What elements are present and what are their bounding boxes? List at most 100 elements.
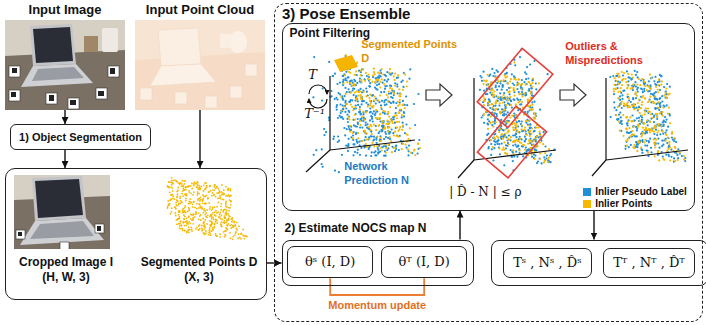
cloud-point	[631, 130, 633, 132]
cloud-point	[531, 103, 533, 105]
cloud-point	[388, 137, 390, 139]
cloud-point	[496, 135, 498, 137]
cloud-point	[386, 94, 388, 96]
cloud-point	[396, 83, 398, 85]
cloud-point	[539, 158, 541, 160]
cloud-point	[530, 93, 532, 95]
cloud-point	[504, 128, 506, 130]
cloud-point	[397, 74, 399, 76]
cloud-point	[529, 135, 531, 137]
cloud-point	[654, 96, 656, 98]
cloud-point	[620, 116, 622, 118]
cloud-point	[613, 90, 615, 92]
cloud-point	[374, 81, 376, 83]
cloud-point	[533, 113, 535, 115]
cloud-point	[667, 148, 669, 150]
cloud-point	[536, 135, 538, 137]
cloud-point	[387, 144, 389, 146]
cloud-point	[406, 85, 408, 87]
cloud-point	[405, 95, 407, 97]
cloud-point	[660, 125, 662, 127]
cloud-point	[503, 94, 505, 96]
cloud-point	[618, 83, 620, 85]
cloud-point	[506, 89, 508, 91]
cloud-point	[637, 108, 639, 110]
cloud-point	[510, 78, 512, 80]
cloud-point	[528, 81, 530, 83]
cloud-point	[404, 74, 406, 76]
cloud-point	[363, 91, 365, 93]
cloud-point	[655, 113, 657, 115]
cloud-point	[521, 101, 523, 103]
cloud-point	[524, 140, 526, 142]
cloud-point	[644, 129, 646, 131]
cloud-point	[352, 87, 354, 89]
cloud-point	[313, 56, 315, 58]
cloud-point	[188, 216, 190, 218]
cloud-point	[659, 89, 661, 91]
cloud-point	[534, 158, 536, 160]
cloud-point	[653, 115, 655, 117]
cloud-point	[372, 113, 374, 115]
cloud-point	[655, 103, 657, 105]
cloud-point	[417, 143, 419, 145]
cloud-point	[519, 56, 521, 58]
cloud-point	[677, 159, 679, 161]
cloud-point	[643, 88, 645, 90]
cropped-photo	[18, 232, 22, 236]
cloud-point	[337, 135, 339, 137]
cloud-point	[539, 134, 541, 136]
cloud-point	[190, 213, 192, 215]
cloud-point	[641, 152, 643, 154]
cloud-point	[621, 80, 623, 82]
cloud-point	[666, 104, 668, 106]
cloud-point	[539, 158, 541, 160]
input-photo	[9, 66, 20, 77]
cloud-point	[652, 117, 654, 119]
cloud-point	[644, 110, 646, 112]
cloud-point	[641, 119, 643, 121]
cloud-point	[498, 147, 500, 149]
cloud-point	[528, 124, 530, 126]
cloud-point	[662, 156, 664, 158]
cloud-point	[360, 113, 362, 115]
cloud-point	[521, 88, 523, 90]
cloud-point	[615, 114, 617, 116]
cloud-point	[360, 70, 362, 72]
cloud-point	[631, 120, 633, 122]
cloud-point	[507, 138, 509, 140]
cloud-point	[504, 133, 506, 135]
cloud-point	[355, 139, 357, 141]
cloud-point	[534, 118, 536, 120]
cloud-point	[501, 143, 503, 145]
cloud-point	[632, 76, 634, 78]
cloud-point	[521, 79, 523, 81]
cloud-point	[651, 130, 653, 132]
cloud-point	[530, 147, 532, 149]
cloud-point	[659, 103, 661, 105]
cloud-point	[643, 129, 645, 131]
cloud-point	[313, 154, 315, 156]
cloud-point	[668, 155, 670, 157]
point-cloud-image	[158, 28, 201, 66]
cloud-point	[348, 110, 350, 112]
cloud-point	[220, 209, 222, 211]
cloud-point	[365, 95, 367, 97]
cloud-point	[632, 89, 634, 91]
cloud-point	[488, 146, 490, 148]
cloud-point	[345, 144, 347, 146]
cloud-point	[353, 84, 355, 86]
cloud-point	[508, 139, 510, 141]
cloud-point	[384, 113, 386, 115]
cloud-point	[619, 111, 621, 113]
cloud-point	[371, 151, 373, 153]
cloud-point	[352, 143, 354, 145]
cloud-point	[328, 61, 330, 63]
cloud-point	[522, 95, 524, 97]
cloud-point	[638, 141, 640, 143]
cloud-point	[655, 86, 657, 88]
cloud-point	[533, 140, 535, 142]
cloud-point	[547, 161, 549, 163]
cloud-point	[647, 108, 649, 110]
cloud-point	[390, 118, 392, 120]
